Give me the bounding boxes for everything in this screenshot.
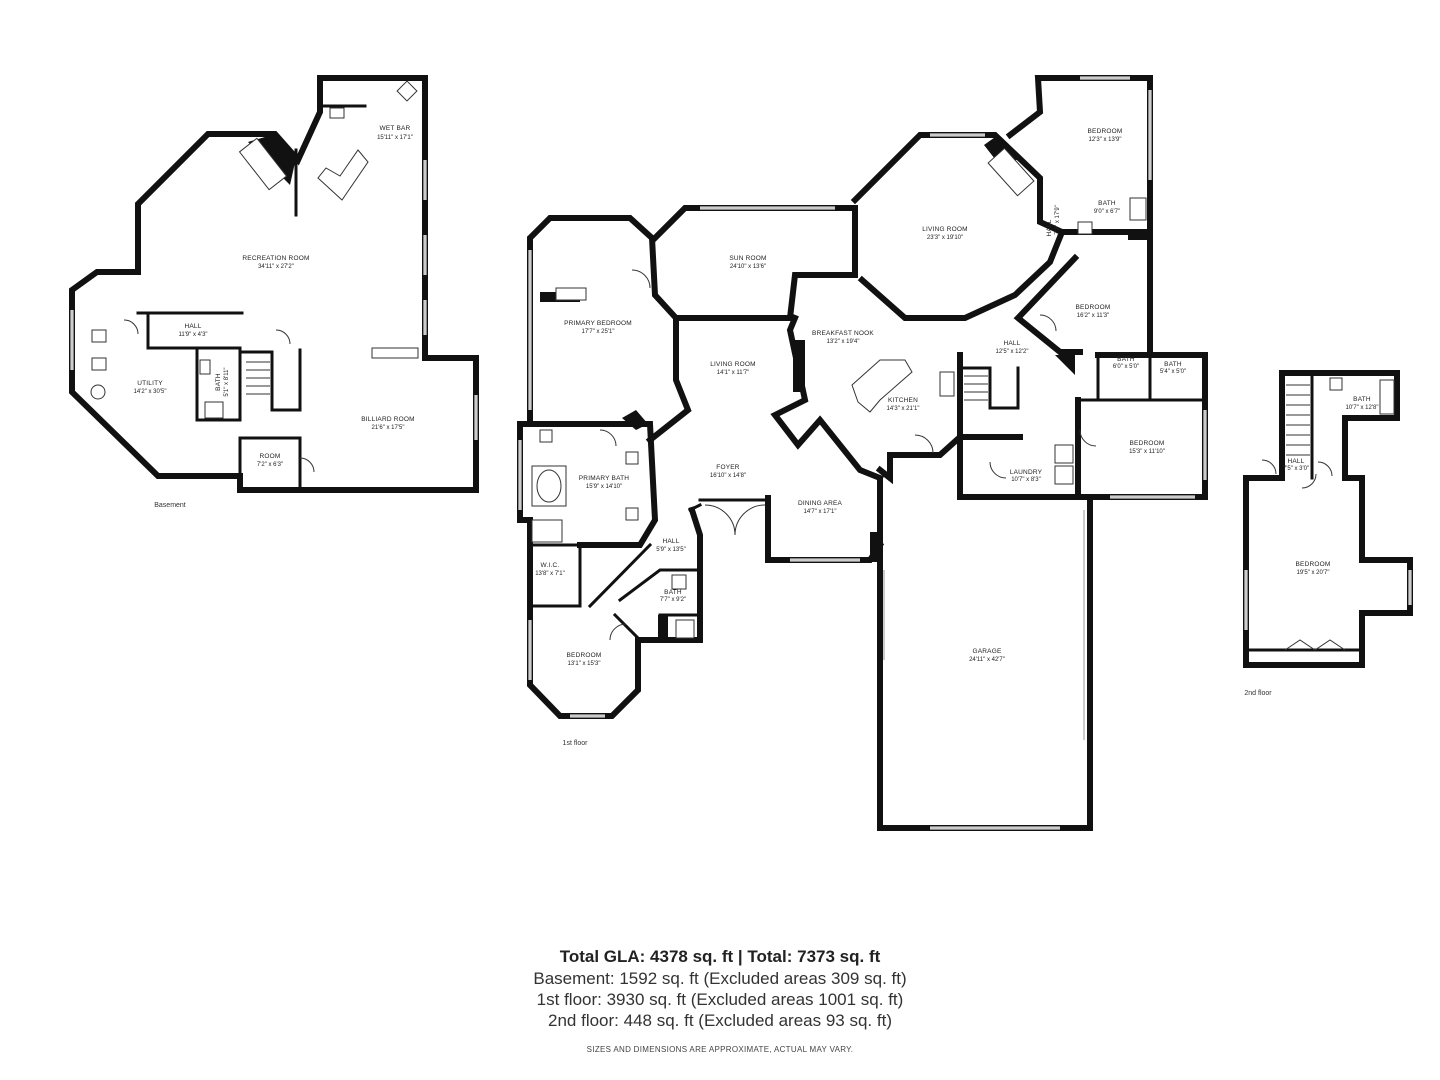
total-area: Total GLA: 4378 sq. ft | Total: 7373 sq.… (559, 947, 881, 966)
room-dim: 12'3" x 13'9" (1089, 137, 1122, 143)
room-name: BATH (1117, 356, 1135, 363)
room-name: LIVING ROOM (922, 226, 968, 233)
room-dim: 16'10" x 14'8" (710, 473, 746, 479)
basement-area: Basement: 1592 sq. ft (Excluded areas 30… (533, 969, 907, 988)
room-dim: 15'3" x 11'10" (1129, 449, 1165, 455)
room-dim: 6'0" x 5'0" (1113, 364, 1139, 370)
room-name: BATH (1353, 396, 1371, 403)
room-dim: 15'9" x 14'10" (586, 484, 622, 490)
room-name: WET BAR (380, 125, 411, 132)
room-dim: 16'2" x 11'3" (1077, 313, 1109, 319)
floor-label-first: 1st floor (563, 740, 589, 747)
room-name: SUN ROOM (729, 255, 766, 262)
room-dim: 34'11" x 27'2" (258, 264, 294, 270)
room-dim: 17'7" x 25'1" (582, 329, 615, 335)
room-name: HALL (1046, 219, 1053, 236)
basement-plan: WET BAR 15'11" x 17'1" RECREATION ROOM 3… (69, 75, 479, 509)
room-name: BEDROOM (1130, 440, 1165, 447)
room-dim: 12'5" x 12'2" (996, 349, 1029, 355)
first-floor-plan: PRIMARY BEDROOM 17'7" x 25'1" SUN ROOM 2… (517, 75, 1208, 831)
room-name: HALL (184, 323, 201, 330)
room-name: PRIMARY BATH (579, 475, 630, 482)
room-dim: 13'1" x 15'3" (568, 661, 601, 667)
second-floor-plan: BATH 10'7" x 12'8" HALL 7'5" x 3'0" BEDR… (1243, 370, 1413, 697)
room-name: PRIMARY BEDROOM (564, 320, 632, 327)
room-dim: 7'2" x 6'3" (257, 462, 283, 468)
room-name: KITCHEN (888, 397, 918, 404)
room-dim: 7'5" x 3'0" (1283, 466, 1309, 472)
room-dim: 10'7" x 12'8" (1346, 405, 1379, 411)
room-name: BATH (215, 373, 222, 391)
room-name: BREAKFAST NOOK (812, 330, 874, 337)
room-dim: 5'1" x 8'11" (224, 367, 230, 396)
room-name: BEDROOM (1296, 561, 1331, 568)
room-name: HALL (1287, 458, 1304, 465)
room-dim: 19'5" x 20'7" (1297, 570, 1330, 576)
room-name: RECREATION ROOM (242, 255, 309, 262)
room-dim: 14'2" x 30'5" (134, 389, 167, 395)
room-dim: 21'6" x 17'5" (372, 425, 405, 431)
room-dim: 14'7" x 17'1" (804, 509, 837, 515)
first-floor-stairs (960, 366, 1020, 410)
floor-label-basement: Basement (154, 502, 186, 509)
room-dim: 5'4" x 5'0" (1160, 369, 1186, 375)
room-name: BATH (664, 589, 682, 596)
room-dim: 7'2" x 17'9" (1055, 205, 1061, 235)
room-name: BEDROOM (567, 652, 602, 659)
room-name: BATH (1164, 361, 1182, 368)
room-dim: 10'7" x 8'3" (1011, 477, 1041, 483)
room-name: HALL (1003, 340, 1020, 347)
room-dim: 15'11" x 17'1" (377, 135, 413, 141)
room-name: ROOM (259, 453, 280, 460)
room-name: LIVING ROOM (710, 361, 756, 368)
room-dim: 5'9" x 13'5" (656, 547, 686, 553)
room-dim: 14'3" x 21'1" (887, 406, 920, 412)
room-name: HALL (662, 538, 679, 545)
room-name: DINING AREA (798, 500, 843, 507)
room-name: BILLIARD ROOM (361, 416, 415, 423)
room-name: BEDROOM (1088, 128, 1123, 135)
room-name: UTILITY (137, 380, 163, 387)
room-name: BEDROOM (1076, 304, 1111, 311)
room-name: BATH (1098, 200, 1116, 207)
room-dim: 9'0" x 6'7" (1094, 209, 1120, 215)
disclaimer: SIZES AND DIMENSIONS ARE APPROXIMATE, AC… (586, 1045, 854, 1054)
room-name: LAUNDRY (1010, 469, 1043, 476)
floor-label-second: 2nd floor (1244, 690, 1272, 697)
room-dim: 24'10" x 13'6" (730, 264, 766, 270)
second-floor-stairs (1286, 384, 1310, 456)
room-dim: 14'1" x 11'7" (717, 370, 749, 376)
first-floor-area: 1st floor: 3930 sq. ft (Excluded areas 1… (536, 990, 904, 1009)
basement-stairs (240, 348, 302, 412)
room-name: W.I.C. (541, 562, 560, 569)
room-name: FOYER (716, 464, 739, 471)
room-dim: 11'9" x 4'3" (178, 332, 207, 338)
room-dim: 24'11" x 42'7" (969, 657, 1005, 663)
second-floor-area: 2nd floor: 448 sq. ft (Excluded areas 93… (548, 1011, 892, 1030)
room-dim: 13'2" x 19'4" (827, 339, 860, 345)
room-dim: 13'8" x 7'1" (535, 571, 565, 577)
room-dim: 7'7" x 9'2" (660, 597, 686, 603)
room-dim: 23'3" x 19'10" (927, 235, 963, 241)
room-name: GARAGE (972, 648, 1001, 655)
